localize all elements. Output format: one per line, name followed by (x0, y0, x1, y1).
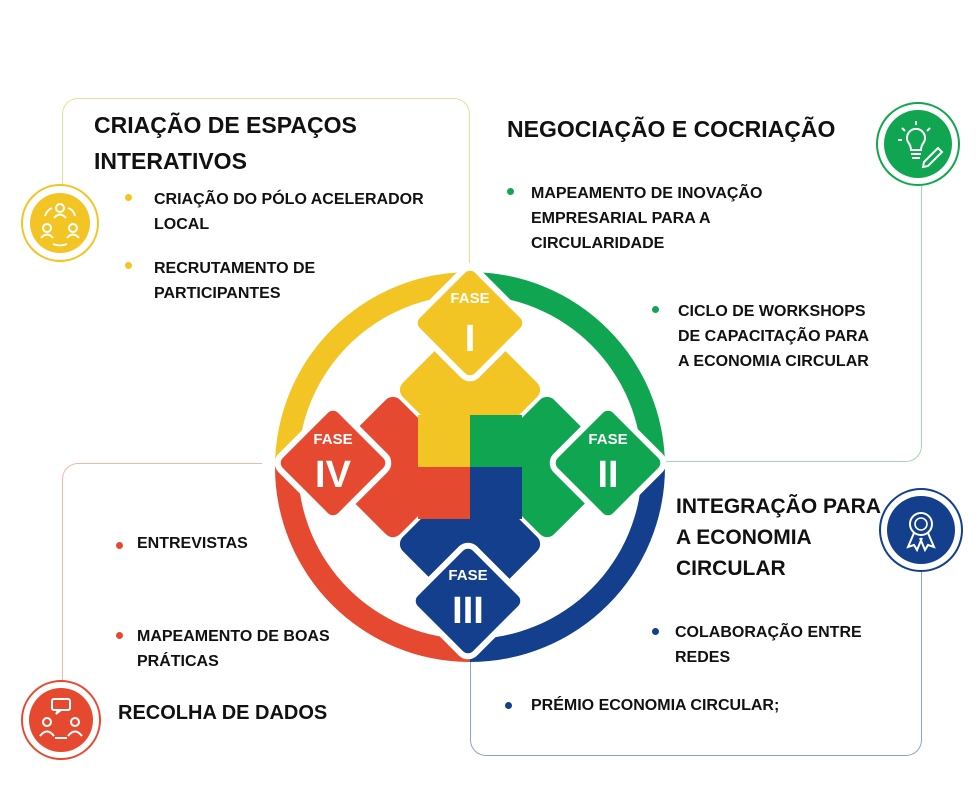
item-bottom-right-1: COLABORAÇÃO ENTRE REDES (675, 624, 862, 666)
title-bottom-left: RECOLHA DE DADOS (118, 702, 328, 724)
item-bottom-left-2: MAPEAMENTO DE BOAS PRÁTICAS (137, 628, 330, 670)
item-top-left-1: CRIAÇÃO DO PÓLO ACELERADOR LOCAL (154, 191, 424, 233)
phase-IV: FASE IV (274, 404, 392, 522)
phase-I: FASE I (411, 264, 529, 382)
title-top-left: CRIAÇÃO DE ESPAÇOS INTERATIVOS (94, 112, 357, 174)
item-top-left-2: RECRUTAMENTO DE PARTICIPANTES (154, 260, 316, 302)
award-ribbon-icon (879, 488, 963, 572)
bullet-red (116, 542, 123, 549)
item-top-right-1: MAPEAMENTO DE INOVAÇÃO EMPRESARIAL PARA … (531, 185, 763, 252)
inner-fill-bl (418, 467, 470, 519)
phase-I-numeral: I (465, 318, 476, 360)
phase-III-numeral: III (452, 590, 484, 632)
bullet-blue (505, 702, 512, 709)
chat-people-icon (21, 680, 101, 760)
inner-fill-br (470, 467, 522, 519)
inner-fill-tl (418, 415, 470, 467)
phase-III-word: FASE (448, 567, 487, 584)
frame-top-left (62, 98, 470, 263)
title-bottom-right: INTEGRAÇÃO PARA A ECONOMIA CIRCULAR (676, 495, 881, 580)
bullet-green (652, 306, 659, 313)
frame-bottom-left (62, 463, 262, 713)
bullet-blue (652, 628, 659, 635)
phase-IV-word: FASE (313, 431, 352, 448)
phase-II-word: FASE (588, 431, 627, 448)
people-cycle-icon (21, 184, 99, 262)
bullet-yellow (125, 194, 132, 201)
bullet-yellow (125, 262, 132, 269)
item-top-right-2: CICLO DE WORKSHOPS DE CAPACITAÇÃO PARA A… (678, 303, 870, 370)
item-bottom-left-1: ENTREVISTAS (137, 535, 248, 552)
inner-fill-tr (470, 415, 522, 467)
lightbulb-pencil-icon (876, 102, 960, 186)
phase-II: FASE II (549, 404, 667, 522)
title-top-right: NEGOCIAÇÃO E COCRIAÇÃO (507, 116, 836, 142)
item-bottom-right-2: PRÉMIO ECONOMIA CIRCULAR; (531, 697, 780, 714)
phase-II-numeral: II (597, 454, 618, 496)
bullet-green (507, 188, 514, 195)
phase-I-word: FASE (450, 290, 489, 307)
phase-IV-numeral: IV (315, 454, 352, 496)
frame-top-right (470, 148, 922, 462)
bullet-red (116, 632, 123, 639)
phase-III: FASE III (409, 542, 527, 660)
